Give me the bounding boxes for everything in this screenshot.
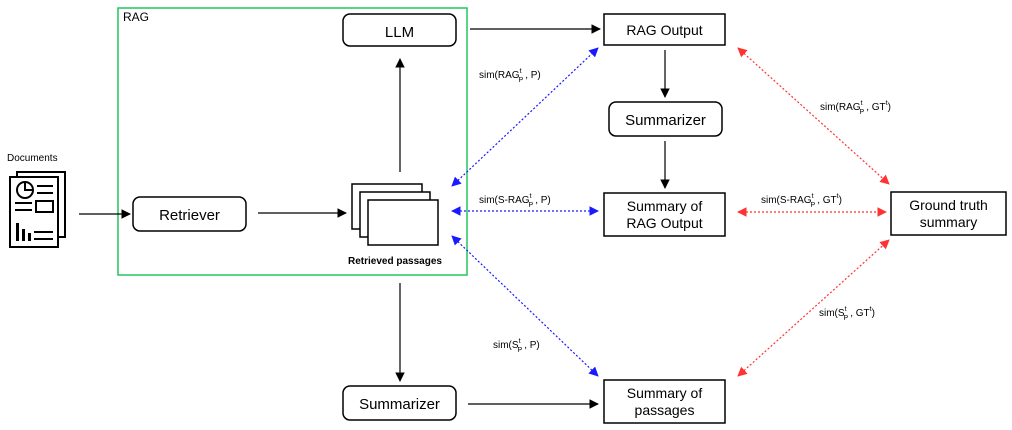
rag-output-box	[603, 13, 726, 46]
ground-truth-line2: summary	[920, 214, 978, 230]
summary-rag-output-line1: Summary of	[627, 198, 703, 214]
ground-truth-box	[890, 191, 1007, 236]
documents-label: Documents	[7, 153, 58, 164]
ground-truth-line1: Ground truth	[909, 197, 988, 213]
red-arrow-summary-passages-gt	[737, 239, 890, 377]
retriever-box	[132, 196, 247, 232]
summary-passages-box	[603, 379, 726, 424]
rag-output-label: RAG Output	[626, 22, 702, 38]
summary-passages-line2: passages	[635, 402, 695, 418]
summarizer-bottom-label: Summarizer	[359, 396, 440, 413]
passages-stack-icon	[351, 183, 439, 246]
blue-arrow-passages-rag-output	[451, 47, 599, 187]
llm-label: LLM	[385, 24, 414, 41]
summarizer-top-label: Summarizer	[625, 112, 706, 129]
llm-box	[342, 13, 457, 47]
summarizer-top-box	[608, 101, 723, 137]
blue-arrow-passages-summary-passages	[451, 235, 599, 377]
summary-rag-output-box	[603, 192, 726, 237]
documents-icon	[9, 171, 66, 248]
summary-rag-output-line2: RAG Output	[626, 215, 702, 231]
red-arrow-rag-output-gt	[737, 47, 890, 185]
retrieved-passages-label: Retrieved passages	[348, 256, 442, 267]
rag-label: RAG	[123, 10, 149, 24]
summary-passages-line1: Summary of	[627, 385, 703, 401]
retriever-label: Retriever	[159, 207, 220, 224]
summarizer-bottom-box	[342, 385, 457, 421]
